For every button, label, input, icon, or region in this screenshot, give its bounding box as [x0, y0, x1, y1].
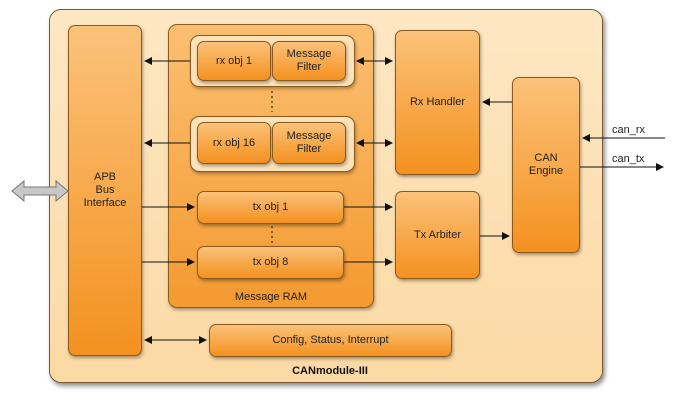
rx-handler-block: Rx Handler — [395, 30, 480, 175]
apb-label-line1: APB — [93, 171, 116, 183]
module-title: CANmodule-III — [292, 365, 368, 377]
tx-arbiter-block: Tx Arbiter — [395, 191, 480, 279]
config-label: Config, Status, Interrupt — [272, 334, 389, 346]
filter-16-line2: Filter — [296, 143, 322, 155]
tx-arbiter-label: Tx Arbiter — [413, 228, 462, 241]
can-tx-signal-label: can_tx — [612, 153, 645, 165]
can-engine-line1: CAN — [534, 152, 558, 164]
rx-obj-first-label: rx obj 1 — [215, 54, 253, 67]
tx-obj-first-label: tx obj 1 — [252, 201, 289, 213]
can-engine-line2: Engine — [528, 165, 564, 177]
rx-handler-label: Rx Handler — [409, 96, 466, 108]
config-status-interrupt-block: Config, Status, Interrupt — [209, 324, 452, 357]
rx-obj-last-label: rx obj 16 — [212, 136, 256, 149]
apb-label-line3: Interface — [83, 197, 127, 209]
can-engine-block: CAN Engine — [512, 77, 580, 253]
message-ram-label: Message RAM — [234, 291, 308, 303]
can-rx-signal-label: can_rx — [612, 124, 646, 136]
apb-label-line2: Bus — [95, 184, 115, 196]
apb-external-bus-arrow — [11, 179, 69, 203]
filter-16-line1: Message — [286, 130, 332, 142]
filter-1-line2: Filter — [296, 61, 322, 73]
message-filter-block-16: Message Filter — [272, 122, 346, 164]
apb-bus-interface-block: APB Bus Interface — [68, 25, 142, 356]
tx-obj-last-block: tx obj 8 — [197, 246, 344, 279]
message-filter-block-1: Message Filter — [272, 41, 346, 81]
filter-1-line1: Message — [286, 48, 332, 60]
tx-obj-first-block: tx obj 1 — [197, 191, 344, 224]
tx-obj-last-label: tx obj 8 — [252, 256, 289, 268]
rx-obj-first-block: rx obj 1 — [197, 41, 271, 81]
rx-obj-last-block: rx obj 16 — [197, 122, 271, 164]
